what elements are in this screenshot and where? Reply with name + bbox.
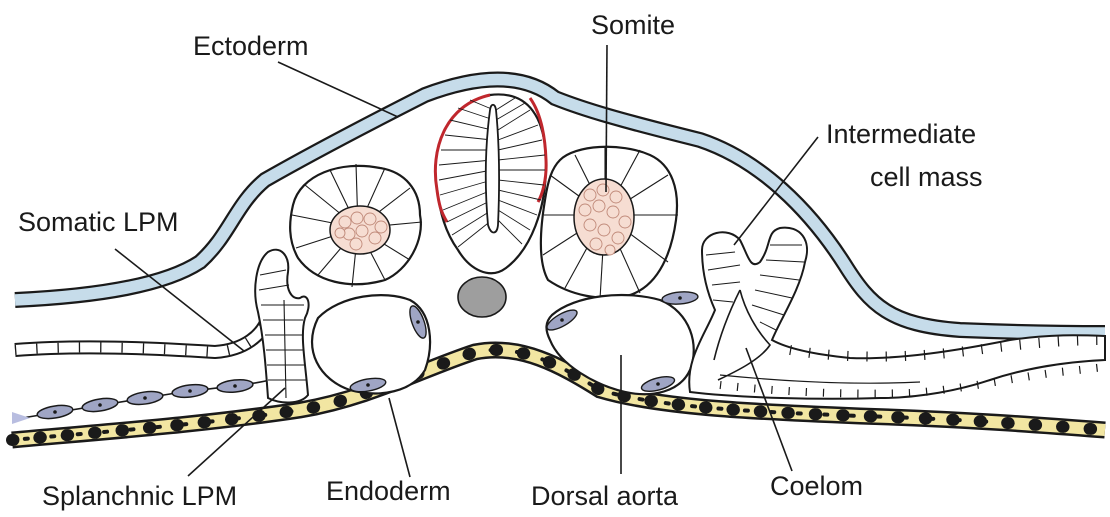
label-intermediate-line1: Intermediate — [826, 119, 976, 149]
somatic-lpm-left — [15, 318, 268, 352]
neural-tube — [435, 94, 546, 273]
label-ectoderm: Ectoderm — [193, 31, 309, 61]
dorsal-aorta-left — [312, 295, 430, 394]
somite-right — [541, 146, 678, 299]
label-endoderm: Endoderm — [326, 476, 451, 506]
somite-left — [290, 164, 422, 287]
label-dorsal-aorta: Dorsal aorta — [531, 481, 679, 511]
notochord — [458, 277, 506, 317]
label-intermediate-line2: cell mass — [870, 162, 983, 192]
label-somite: Somite — [591, 10, 675, 40]
left-lateral-mesoderm — [255, 250, 308, 403]
label-splanchnic-lpm: Splanchnic LPM — [42, 481, 237, 511]
label-coelom: Coelom — [770, 471, 863, 501]
label-somatic-lpm: Somatic LPM — [18, 207, 179, 237]
